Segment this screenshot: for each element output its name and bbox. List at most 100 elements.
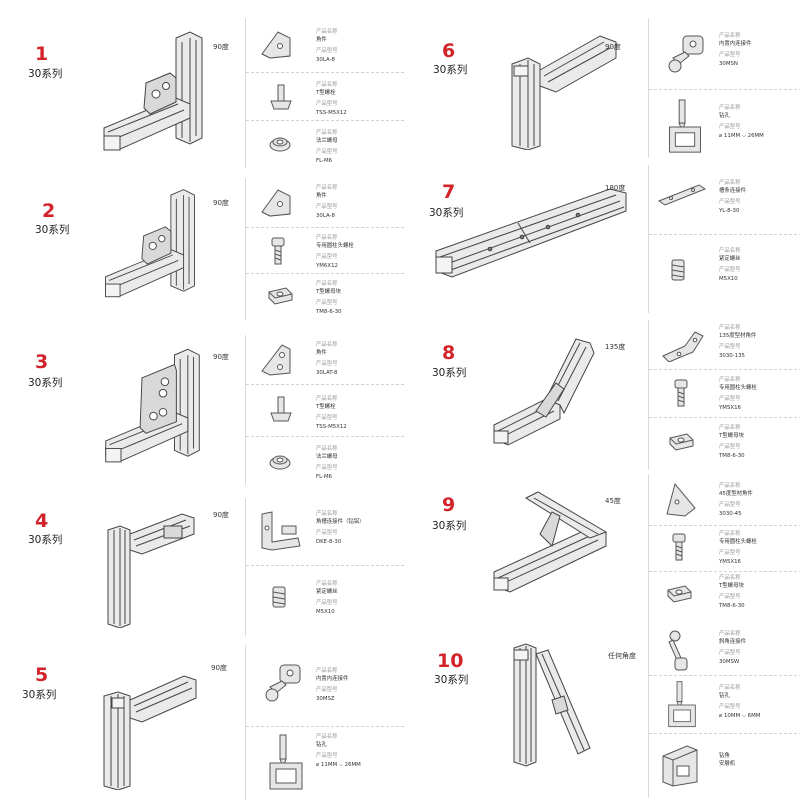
socket-cap-screw-icon (271, 237, 285, 265)
name-label: 产品名称 (719, 575, 741, 581)
slot-connector-icon (657, 184, 707, 206)
model-label: 产品型号 (719, 550, 741, 557)
model-label: 产品型号 (316, 753, 338, 760)
model-label: 产品型号 (316, 600, 338, 607)
drill-jig-icon (662, 745, 698, 787)
drill-icon (269, 734, 303, 790)
drill-icon (668, 681, 696, 728)
angle-label: 135度 (605, 343, 626, 351)
angle-label: 45度 (605, 497, 621, 505)
model-label: 产品型号 (316, 101, 338, 108)
name-label: 产品名称 (316, 581, 338, 587)
part-model: FL-M6 (316, 157, 333, 164)
part-model: TM8-6-30 (719, 602, 745, 609)
model-label: 产品型号 (719, 594, 741, 601)
angle-label: 90度 (605, 43, 621, 51)
corner-assembly-90-illustration (105, 348, 200, 463)
model-label: 产品型号 (316, 415, 338, 422)
part-model: 3030-45 (719, 510, 742, 517)
angle-bracket-135-icon (662, 331, 704, 362)
model-label: 产品型号 (719, 650, 741, 657)
name-label: 产品名称 (316, 185, 338, 191)
t-bolt-icon (270, 84, 292, 110)
name-label: 产品名称 (719, 180, 741, 186)
model-label: 产品型号 (719, 199, 741, 206)
angle-bracket-45-icon (666, 482, 696, 517)
name-label: 产品名称 (719, 325, 741, 331)
part-model: 30LAT-8 (316, 369, 338, 376)
part-name: 角件 (316, 193, 327, 200)
corner-bracket-icon (261, 31, 291, 59)
name-label: 产品名称 (719, 33, 741, 39)
any-angle-joint-illustration (513, 643, 591, 767)
entry-series: 30系列 (28, 534, 63, 546)
name-label: 产品名称 (719, 105, 741, 111)
name-label: 产品名称 (316, 82, 338, 88)
part-model: 30LA-8 (316, 212, 335, 219)
name-label: 产品名称 (719, 685, 741, 691)
corner-assembly-90-illustration (103, 31, 203, 151)
angle-label: 90度 (213, 353, 229, 361)
part-name: 槽条连接件 (719, 188, 746, 195)
model-label: 产品型号 (719, 124, 741, 131)
name-label: 产品名称 (316, 29, 338, 35)
part-model: TSS-M5X12 (316, 109, 347, 116)
part-model: FL-M6 (316, 473, 333, 480)
name-label: 产品名称 (316, 342, 338, 348)
entry-series: 30系列 (35, 224, 70, 236)
t-bolt-icon (270, 396, 292, 422)
entry-series: 30系列 (434, 674, 469, 686)
corner-bracket-icon (261, 189, 291, 217)
flange-nut-icon (269, 137, 291, 152)
part-name: 135度型材角件 (719, 333, 757, 340)
part-name: 角件 (316, 37, 327, 44)
part-name: 紧定螺丝 (719, 256, 741, 263)
name-label: 产品名称 (719, 531, 741, 537)
entry-series: 30系列 (433, 64, 468, 76)
part-model: 安展机 (719, 761, 736, 768)
entry-series: 30系列 (432, 367, 467, 379)
part-model: DKE-8-30 (316, 538, 342, 545)
entry-number: 7 (442, 181, 456, 203)
part-name: 专用圆柱头螺栓 (316, 243, 354, 250)
part-name: 角槽连接件（钻铝） (316, 519, 365, 526)
name-label: 产品名称 (316, 396, 338, 402)
model-label: 产品型号 (719, 444, 741, 451)
model-label: 产品型号 (719, 704, 741, 711)
model-label: 产品型号 (316, 530, 338, 537)
oblique-connector-icon (668, 630, 688, 671)
name-label: 产品名称 (316, 734, 338, 740)
part-model: ⌀ 10MM ⌵ 6MM (719, 712, 761, 719)
model-label: 产品型号 (719, 396, 741, 403)
part-name: 钻孔 (719, 113, 730, 120)
entry-number: 10 (437, 650, 464, 672)
part-name: 45度型材角件 (719, 491, 753, 498)
t-nut-block-icon (268, 287, 293, 305)
part-name: 钻孔 (719, 693, 730, 700)
drill-icon (669, 99, 701, 153)
entry-series: 30系列 (432, 520, 467, 532)
